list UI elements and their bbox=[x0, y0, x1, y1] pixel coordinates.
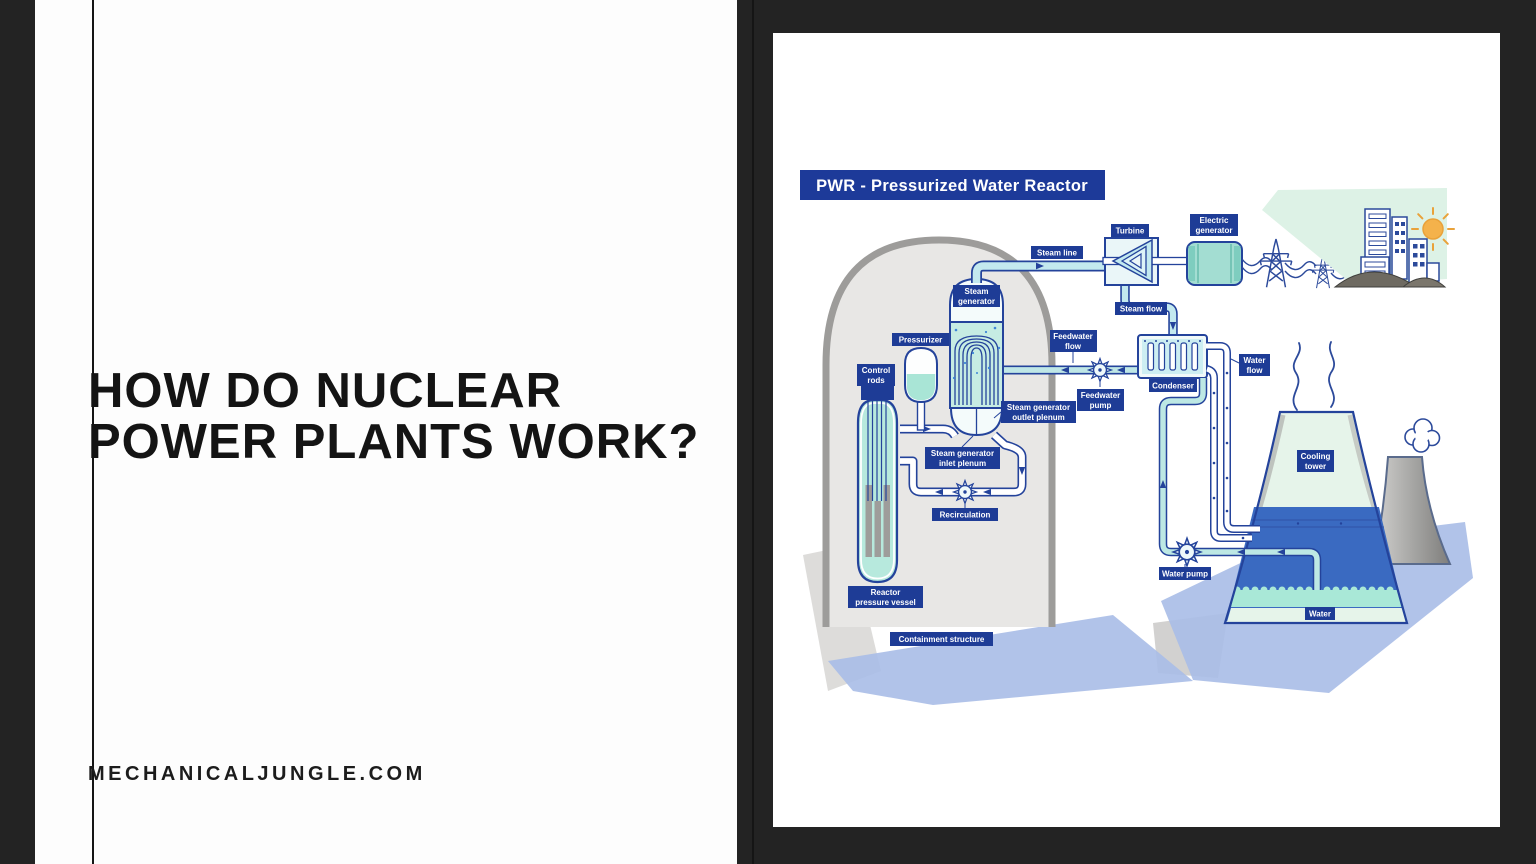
feedwater-pump-icon bbox=[1087, 357, 1113, 383]
steam-squiggles bbox=[1292, 341, 1335, 411]
pressurizer-stem bbox=[916, 401, 926, 431]
electric-generator bbox=[1186, 241, 1243, 286]
label-containment-structure: Containment structure bbox=[890, 632, 993, 646]
condenser bbox=[1137, 334, 1208, 379]
pressurizer bbox=[904, 346, 938, 404]
page-title-line1: HOW DO NUCLEAR bbox=[88, 364, 563, 418]
page-title: HOW DO NUCLEAR POWER PLANTS WORK? bbox=[88, 366, 699, 468]
svg-text:Recirculation: Recirculation bbox=[940, 511, 991, 520]
steam-generator bbox=[949, 277, 1004, 437]
svg-text:Containment structure: Containment structure bbox=[899, 635, 985, 644]
label-steam-line: Steam line bbox=[1031, 246, 1083, 259]
reactor-pressure-vessel bbox=[856, 385, 899, 584]
boiling-dots bbox=[952, 326, 1001, 380]
u-tubes bbox=[954, 335, 999, 405]
label-recirculation: Recirculation bbox=[932, 508, 998, 521]
recirculation-pump-icon bbox=[952, 479, 978, 505]
svg-text:Steam flow: Steam flow bbox=[1120, 305, 1163, 314]
cooling-water-pipes bbox=[1158, 342, 1322, 590]
hills bbox=[1333, 271, 1447, 288]
waves bbox=[1233, 586, 1394, 594]
diagram-panel: PWR - Pressurized Water Reactor Turbine … bbox=[773, 33, 1500, 827]
power-pylon-large bbox=[1259, 238, 1293, 289]
control-rods-cap bbox=[861, 385, 894, 400]
label-pressurizer: Pressurizer bbox=[892, 333, 949, 346]
svg-text:Turbine: Turbine bbox=[1116, 227, 1145, 236]
page-title-line2: POWER PLANTS WORK? bbox=[88, 415, 700, 469]
feedwater-pipe bbox=[1004, 365, 1138, 375]
title-card bbox=[35, 0, 754, 864]
turbine bbox=[1102, 237, 1188, 286]
sun-icon bbox=[1411, 207, 1455, 251]
card-border-line-right bbox=[752, 0, 754, 864]
steam-line-pipe bbox=[971, 260, 1105, 283]
diagram-title: PWR - Pressurized Water Reactor bbox=[800, 170, 1105, 200]
label-water-pump: Water pump bbox=[1159, 567, 1211, 580]
svg-text:Water pump: Water pump bbox=[1162, 570, 1208, 579]
steam-cloud bbox=[1404, 418, 1441, 453]
city-scene bbox=[1262, 188, 1455, 288]
label-turbine: Turbine bbox=[1111, 224, 1149, 237]
svg-text:Condenser: Condenser bbox=[1152, 382, 1194, 391]
primary-loop-pipes bbox=[900, 424, 1027, 497]
water-pump-icon bbox=[1172, 537, 1202, 567]
label-condenser: Condenser bbox=[1149, 379, 1197, 392]
website-credit: MECHANICALJUNGLE.COM bbox=[88, 763, 426, 785]
card-border-line-left bbox=[92, 0, 94, 864]
pwr-diagram: PWR - Pressurized Water Reactor Turbine … bbox=[800, 170, 1473, 705]
cooling-tower bbox=[1223, 410, 1409, 625]
label-connectors bbox=[961, 352, 1240, 567]
label-water: Water bbox=[1305, 607, 1335, 620]
svg-text:Water: Water bbox=[1309, 610, 1331, 619]
svg-text:PWR - Pressurized Water Reacto: PWR - Pressurized Water Reactor bbox=[816, 177, 1088, 195]
svg-text:Pressurizer: Pressurizer bbox=[899, 336, 943, 345]
label-steam-flow: Steam flow bbox=[1115, 302, 1167, 315]
svg-text:Steam line: Steam line bbox=[1037, 249, 1078, 258]
